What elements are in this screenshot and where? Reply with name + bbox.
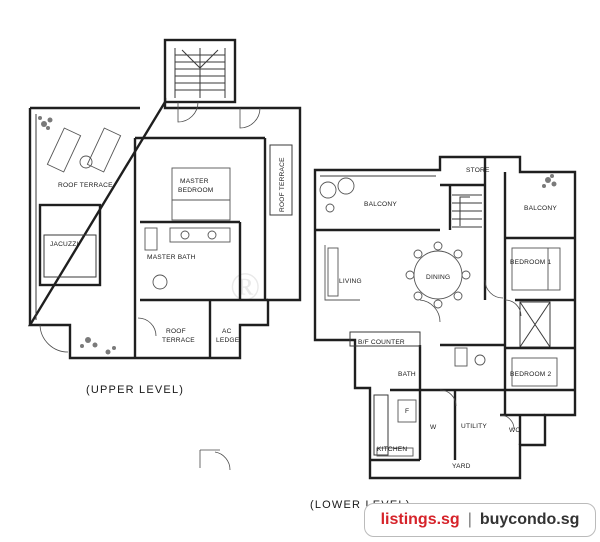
- room-label-washer: W: [430, 424, 437, 431]
- bf-counter: [349, 331, 421, 347]
- bed-2: [511, 357, 558, 387]
- plant-icon: [38, 116, 53, 130]
- room-label-roof-line2: TERRACE: [162, 337, 195, 344]
- brand-link-buycondo[interactable]: buycondo.sg: [479, 511, 580, 528]
- lower-stair: [452, 194, 482, 228]
- room-label-fridge: F: [405, 408, 409, 415]
- lower-level: STORE BALCONY BALCONY BEDROOM 1 LIVING D…: [199, 155, 577, 511]
- room-label-master-bath: MASTER BATH: [147, 254, 196, 261]
- sofa: [324, 245, 360, 301]
- room-label-living: LIVING: [339, 278, 362, 285]
- upper-level-caption: (UPPER LEVEL): [86, 384, 184, 396]
- room-label-yard: YARD: [452, 463, 471, 470]
- master-bed: [171, 167, 231, 221]
- room-label-bedroom-1: BEDROOM 1: [510, 259, 552, 266]
- room-label-bath: BATH: [398, 371, 416, 378]
- upper-level: ROOF TERRACE JACUZZI MASTER BEDROOM MAST…: [27, 38, 302, 396]
- room-label-balcony-side: BALCONY: [524, 205, 557, 212]
- plant-icon: [80, 337, 116, 355]
- room-label-jacuzzi: JACUZZI: [50, 241, 79, 248]
- room-label-balcony-main: BALCONY: [364, 201, 397, 208]
- jacuzzi-tub: [38, 203, 102, 287]
- bed-1: [511, 247, 561, 291]
- room-label-master-bedroom-line1: MASTER: [180, 178, 209, 185]
- branding-badge[interactable]: listings.sg | buycondo.sg: [364, 503, 596, 537]
- brand-separator: |: [467, 511, 472, 528]
- watermark: ®: [230, 264, 260, 309]
- room-label-dining: DINING: [426, 274, 450, 281]
- room-label-ac-line2: LEDGE: [216, 337, 240, 344]
- room-label-kitchen: KITCHEN: [377, 446, 407, 453]
- sun-loungers: [46, 127, 122, 173]
- lower-outline: [313, 155, 577, 480]
- brand-link-listings[interactable]: listings.sg: [380, 511, 460, 528]
- room-label-roof-line1: ROOF: [166, 328, 186, 335]
- room-label-bedroom-2: BEDROOM 2: [510, 371, 552, 378]
- room-label-roof-terrace-side: ROOF TERRACE: [279, 157, 286, 212]
- room-label-ac-line1: AC: [222, 328, 232, 335]
- wardrobe: [519, 301, 551, 348]
- plant-icon: [542, 174, 557, 188]
- dining-table: [405, 241, 471, 309]
- upper-stair: [163, 38, 237, 104]
- room-label-store: STORE: [466, 167, 490, 174]
- room-label-wc: WC: [509, 427, 520, 434]
- room-label-master-bedroom-line2: BEDROOM: [178, 187, 213, 194]
- room-label-bf-counter: B/F COUNTER: [358, 339, 405, 346]
- upper-outline: [27, 97, 302, 360]
- room-label-roof-terrace: ROOF TERRACE: [58, 182, 113, 189]
- room-label-utility: UTILITY: [461, 423, 487, 430]
